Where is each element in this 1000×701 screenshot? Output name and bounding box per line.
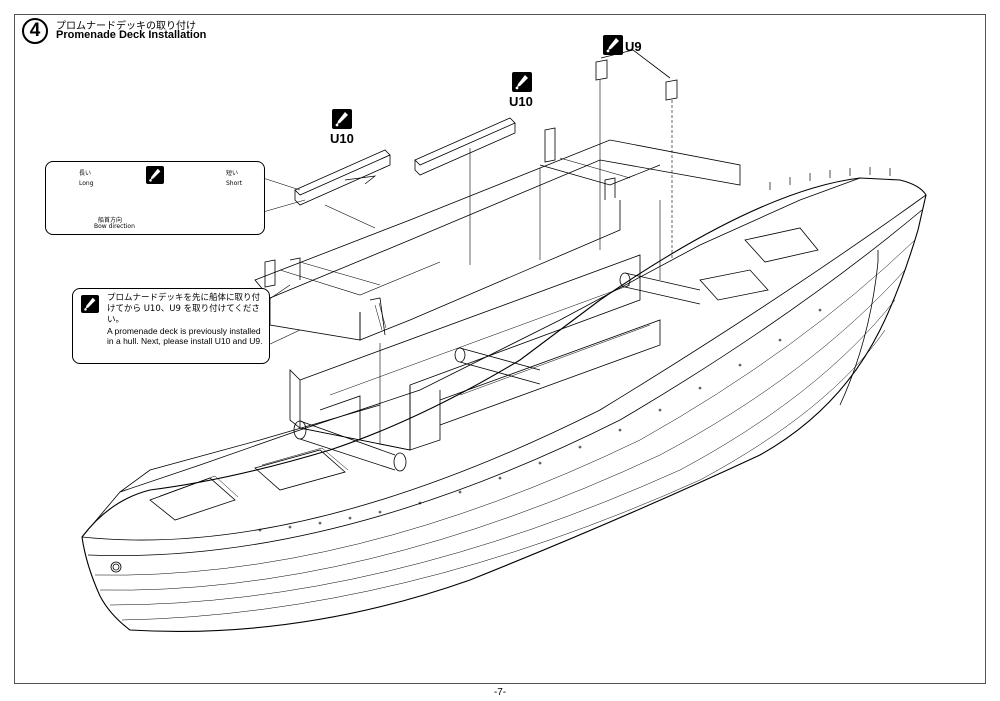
part-label-u10: U10 — [330, 131, 354, 146]
part-u10-pieces — [294, 117, 516, 206]
long-label-en: Long — [79, 180, 94, 187]
callout-connectors — [262, 177, 306, 346]
part-label-u9: U9 — [625, 39, 642, 54]
page-frame — [14, 14, 986, 684]
cement-tube-icon — [512, 72, 532, 92]
page-number: -7- — [493, 687, 507, 698]
step-title-en: Promenade Deck Installation — [56, 29, 207, 41]
installation-note-inset: プロムナードデッキを先に船体に取り付けてから U10、U9 を取り付けてください… — [72, 288, 270, 364]
step-title-jp: プロムナードデッキの取り付け — [56, 21, 196, 32]
cement-tube-icon — [146, 166, 164, 184]
hull-bulkheads — [289, 254, 701, 472]
step-number-badge: 4 — [22, 18, 48, 44]
part-u9-pieces — [595, 49, 678, 101]
note-text-en: A promenade deck is previously installed… — [107, 326, 263, 346]
main-deck — [81, 167, 891, 538]
note-text-jp: プロムナードデッキを先に船体に取り付けてから U10、U9 を取り付けてください… — [107, 293, 261, 325]
short-label-jp: 短い — [226, 170, 239, 177]
cement-tube-icon — [603, 35, 623, 55]
short-label-en: Short — [226, 180, 243, 187]
cement-tube-icon — [81, 295, 99, 313]
part-label-u10: U10 — [509, 94, 533, 109]
assembly-guides — [324, 80, 673, 445]
cement-tube-icon — [332, 109, 352, 129]
promenade-deck-part — [254, 127, 741, 341]
long-label-jp: 長い — [79, 170, 92, 177]
hull — [81, 177, 927, 632]
bow-direction-en: Bow direction — [94, 223, 135, 230]
bow-direction-jp: 船首方向 — [98, 217, 123, 224]
part-orientation-inset: 長い Long 短い Short 船首方向 Bow direction — [45, 161, 265, 235]
